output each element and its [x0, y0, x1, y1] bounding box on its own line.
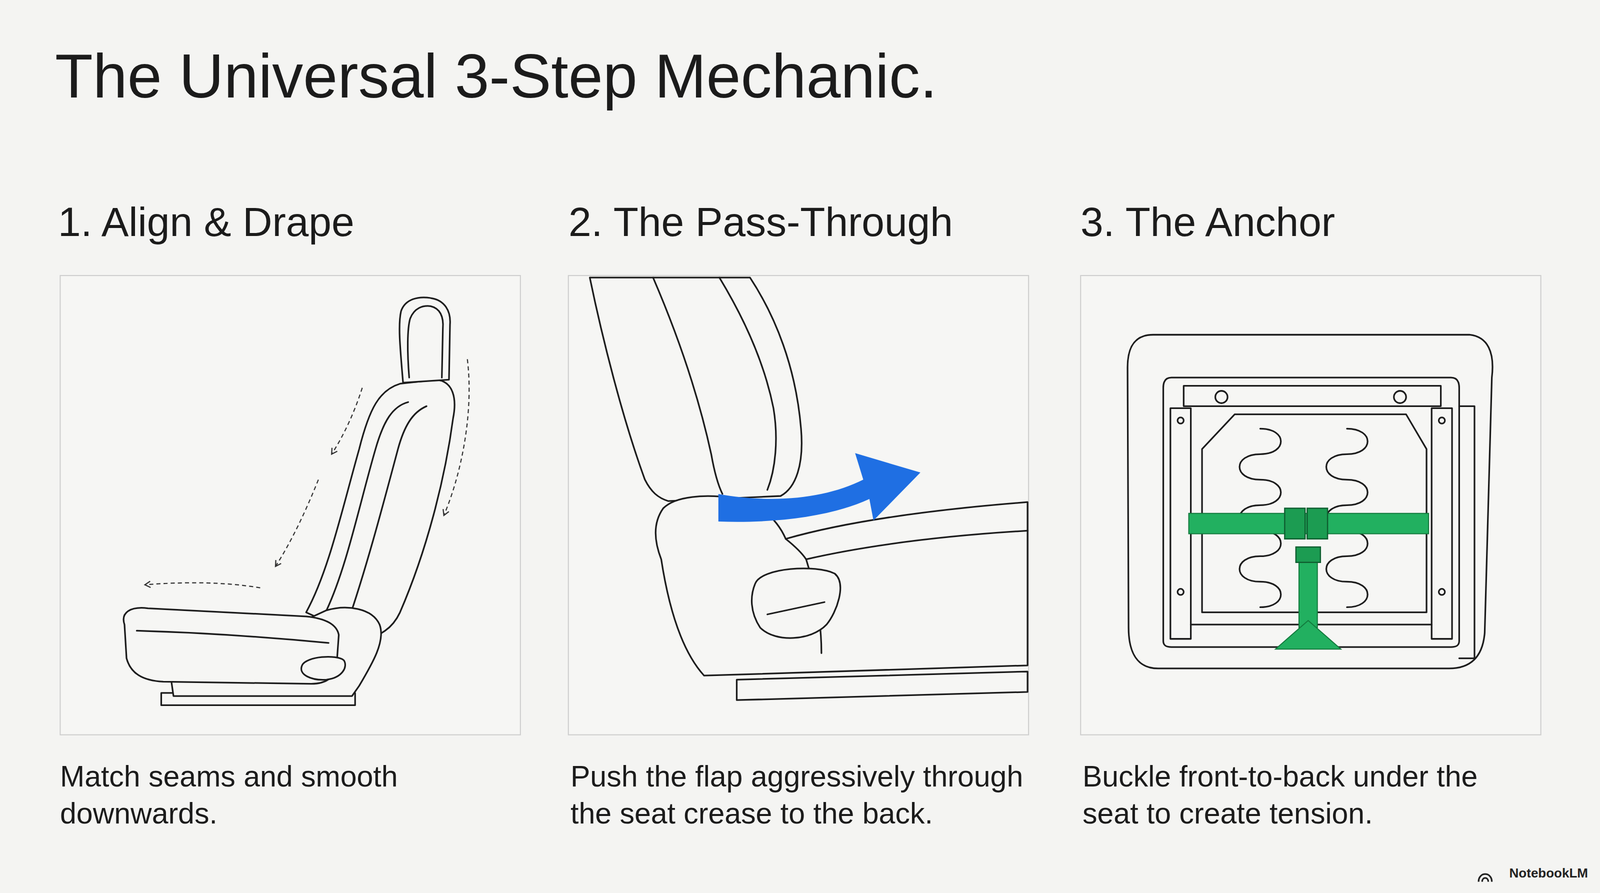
- headrest-seam: [408, 306, 443, 378]
- cushion-seam: [785, 530, 1028, 559]
- step-heading: 3. The Anchor: [1080, 197, 1335, 247]
- smooth-arrow: [145, 583, 261, 588]
- smooth-arrow: [275, 479, 319, 566]
- seat-rail: [736, 671, 1028, 700]
- step-heading: 1. Align & Drape: [58, 197, 355, 247]
- step-caption: Buckle front-to-back under the seat to c…: [1082, 758, 1539, 833]
- watermark-logo: [1478, 874, 1492, 882]
- frame-hole: [1215, 391, 1228, 403]
- seat-cushion: [655, 496, 1028, 676]
- seat-lever: [301, 657, 346, 680]
- rail-hole: [1177, 417, 1184, 424]
- lever-seam: [767, 602, 825, 614]
- panel-frame: [60, 275, 520, 735]
- frame-bar: [1183, 386, 1441, 407]
- rail-hole: [1439, 589, 1445, 595]
- cushion-seam: [136, 630, 329, 643]
- strap-buckle: [1284, 508, 1305, 539]
- seat-lever: [752, 568, 841, 638]
- seat-crease-view: [590, 277, 1028, 700]
- backrest-seam: [326, 402, 408, 610]
- side-rail: [1170, 408, 1191, 639]
- seat-backrest: [590, 277, 802, 501]
- backrest-seam: [653, 277, 723, 494]
- backrest-seam: [347, 406, 427, 625]
- green-strap: [1299, 559, 1318, 628]
- side-rail: [1431, 408, 1452, 639]
- rail-hole: [1177, 589, 1184, 595]
- step-caption: Match seams and smooth downwards.: [60, 758, 516, 833]
- seat-side-view: [123, 297, 469, 706]
- step-caption: Push the flap aggressively through the s…: [570, 758, 1027, 833]
- step-heading: 2. The Pass-Through: [568, 197, 953, 247]
- seat-underside-view: [1127, 334, 1493, 668]
- step-panel: 2. The Pass-ThroughPush the flap aggress…: [568, 197, 1031, 837]
- step-panel: 3. The AnchorBuckle front-to-back under …: [1080, 197, 1543, 837]
- seat-backrest: [306, 379, 455, 638]
- green-strap: [1275, 620, 1341, 649]
- smooth-arrow: [444, 359, 469, 515]
- page-title: The Universal 3-Step Mechanic.: [55, 39, 937, 114]
- seat-headrest: [399, 297, 450, 383]
- step-panel: 1. Align & DrapeMatch seams and smooth d…: [58, 197, 521, 837]
- cushion-outline: [1127, 334, 1493, 668]
- smooth-arrow: [331, 388, 362, 455]
- side-lip: [1459, 406, 1475, 658]
- push-arrow: [718, 453, 921, 522]
- frame-hole: [1394, 391, 1406, 403]
- panel-frame: [568, 275, 1029, 735]
- panel-frame: [1080, 275, 1541, 735]
- rail-hole: [1439, 417, 1445, 424]
- strap-buckle: [1307, 508, 1328, 539]
- seat-frame: [1163, 377, 1460, 647]
- strap-buckle: [1296, 547, 1321, 563]
- watermark: NotebookLM: [1509, 865, 1588, 881]
- backrest-seam: [719, 277, 776, 490]
